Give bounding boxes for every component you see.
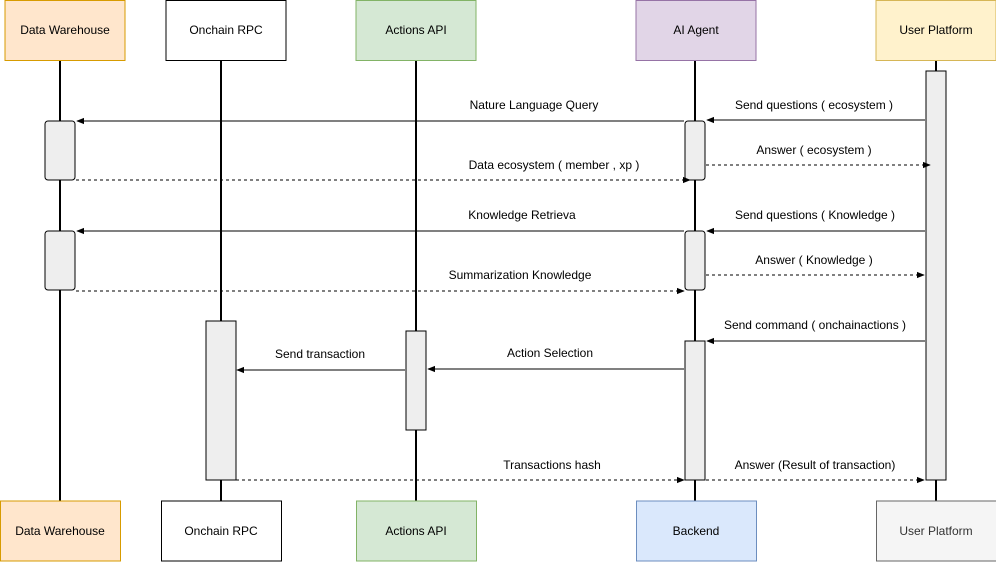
participant-label: Onchain RPC	[189, 23, 263, 37]
activation-bar-api	[405, 330, 427, 431]
participant-rpc-bottom[interactable]: Onchain RPC	[161, 500, 282, 562]
message-label: Answer ( ecosystem )	[756, 143, 871, 157]
message-arrow: Knowledge Retrieva	[76, 208, 684, 235]
participant-label: Data Warehouse	[15, 524, 105, 538]
activation-bar-dw	[44, 120, 76, 181]
message-label: Transactions hash	[503, 458, 601, 472]
message-arrow: Action Selection	[427, 346, 684, 373]
message-arrow: Answer ( ecosystem )	[706, 143, 931, 169]
participant-agent-bottom[interactable]: Backend	[636, 500, 757, 562]
activation-bar-rpc	[205, 320, 237, 481]
message-arrow: Send questions ( Knowledge )	[706, 208, 925, 235]
participant-label: User Platform	[899, 23, 972, 37]
participant-label: Backend	[673, 524, 720, 538]
participant-label: Data Warehouse	[20, 23, 110, 37]
message-arrow: Data ecosystem ( member , xp )	[76, 158, 691, 184]
message-label: Answer (Result of transaction)	[735, 458, 896, 472]
message-label: Summarization Knowledge	[449, 268, 592, 282]
participant-label: Actions API	[385, 23, 446, 37]
participant-label: Onchain RPC	[184, 524, 258, 538]
participant-user-top[interactable]: User Platform	[875, 0, 996, 61]
message-label: Send command ( onchainactions )	[724, 318, 906, 332]
participant-rpc-top[interactable]: Onchain RPC	[165, 0, 287, 61]
message-label: Send questions ( ecosystem )	[735, 98, 893, 112]
activation-bar-dw	[44, 230, 76, 291]
activation-bar-user	[925, 70, 947, 481]
activation-bar-agent	[684, 340, 706, 481]
participant-agent-top[interactable]: AI Agent	[635, 0, 757, 61]
message-label: Data ecosystem ( member , xp )	[469, 158, 640, 172]
message-arrow: Transactions hash	[236, 458, 685, 484]
message-label: Send questions ( Knowledge )	[735, 208, 895, 222]
message-label: Answer ( Knowledge )	[755, 253, 872, 267]
message-arrow: Send command ( onchainactions )	[706, 318, 925, 345]
message-arrow: Nature Language Query	[76, 98, 684, 125]
message-arrow: Send transaction	[236, 347, 405, 374]
participant-label: Actions API	[385, 524, 446, 538]
message-arrow: Send questions ( ecosystem )	[706, 98, 925, 124]
message-label: Send transaction	[275, 347, 365, 361]
participant-dw-bottom[interactable]: Data Warehouse	[0, 500, 121, 562]
message-label: Action Selection	[507, 346, 593, 360]
message-label: Knowledge Retrieva	[468, 208, 576, 222]
participant-dw-top[interactable]: Data Warehouse	[4, 0, 126, 61]
message-label: Nature Language Query	[470, 98, 599, 112]
activation-bar-agent	[684, 120, 706, 181]
participant-label: User Platform	[899, 524, 972, 538]
message-arrow: Answer ( Knowledge )	[706, 253, 925, 279]
message-arrow: Answer (Result of transaction)	[706, 458, 925, 484]
message-arrow: Summarization Knowledge	[76, 268, 685, 295]
participant-label: AI Agent	[673, 23, 719, 37]
participant-user-bottom[interactable]: User Platform	[876, 500, 996, 562]
participant-api-top[interactable]: Actions API	[355, 0, 477, 61]
activation-bar-agent	[684, 230, 706, 291]
participant-api-bottom[interactable]: Actions API	[356, 500, 477, 562]
